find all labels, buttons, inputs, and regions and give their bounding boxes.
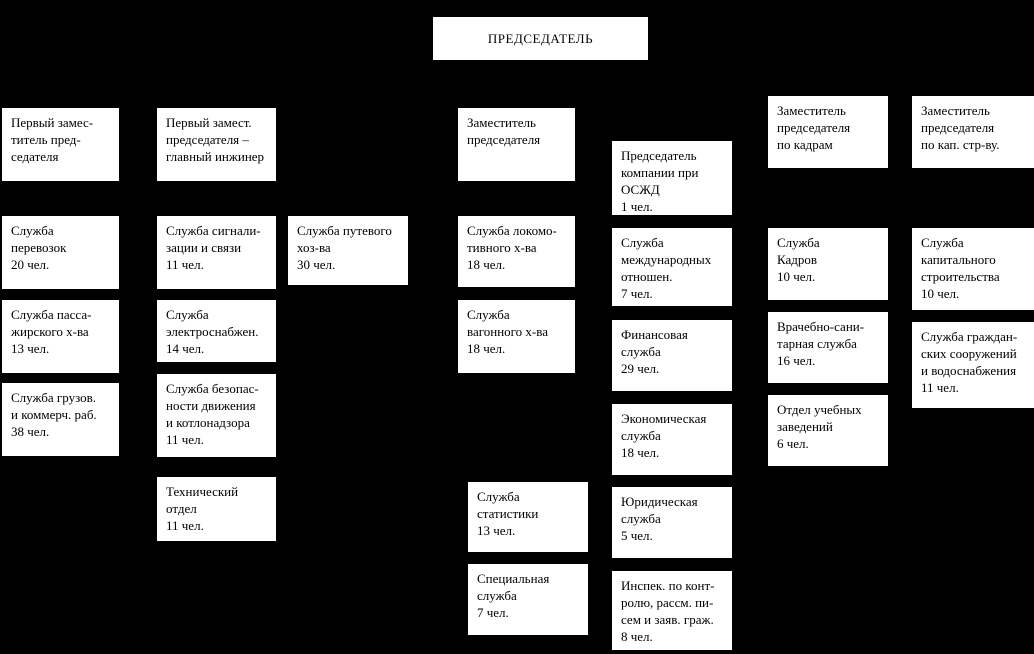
org-box-educational-institutions-department: Отдел учебных заведений 6 чел. xyxy=(768,395,888,466)
org-box-freight-commercial-service: Служба грузов. и коммерч. раб. 38 чел. xyxy=(2,383,119,456)
org-box-locomotive-service: Служба локомо- тивного х-ва 18 чел. xyxy=(458,216,575,287)
org-box-special-service: Специальная служба 7 чел. xyxy=(468,564,588,635)
org-box-power-supply-service: Служба электроснабжен. 14 чел. xyxy=(157,300,276,362)
org-box-deputy-chairman-capital-construction: Заместитель председателя по кап. стр-ву. xyxy=(912,96,1034,168)
org-box-capital-construction-service: Служба капитального строительства 10 чел… xyxy=(912,228,1034,310)
org-box-deputy-chairman-personnel: Заместитель председателя по кадрам xyxy=(768,96,888,168)
org-box-statistics-service: Служба статистики 13 чел. xyxy=(468,482,588,552)
org-box-medical-sanitary-service: Врачебно-сани- тарная служба 16 чел. xyxy=(768,312,888,383)
org-box-personnel-service: Служба Кадров 10 чел. xyxy=(768,228,888,300)
org-box-osjd-company-chairman: Председатель компании при ОСЖД 1 чел. xyxy=(612,141,732,215)
org-box-civil-structures-water-supply-service: Служба граждан- ских сооружений и водосн… xyxy=(912,322,1034,408)
org-box-first-deputy-chief-engineer: Первый замест. председателя – главный ин… xyxy=(157,108,276,181)
org-box-control-inspection: Инспек. по конт- ролю, рассм. пи- сем и … xyxy=(612,571,732,650)
org-box-signalling-communication-service: Служба сигнали- зации и связи 11 чел. xyxy=(157,216,276,289)
org-box-transport-service: Служба перевозок 20 чел. xyxy=(2,216,119,289)
org-box-international-relations-service: Служба международных отношен. 7 чел. xyxy=(612,228,732,306)
org-box-passenger-service: Служба пасса- жирского х-ва 13 чел. xyxy=(2,300,119,373)
org-box-traffic-safety-service: Служба безопас- ности движения и котлона… xyxy=(157,374,276,457)
org-box-technical-department: Технический отдел 11 чел. xyxy=(157,477,276,541)
org-box-deputy-chairman: Заместитель председателя xyxy=(458,108,575,181)
org-box-legal-service: Юридическая служба 5 чел. xyxy=(612,487,732,558)
org-box-track-service: Служба путевого хоз-ва 30 чел. xyxy=(288,216,408,285)
org-box-economic-service: Экономическая служба 18 чел. xyxy=(612,404,732,475)
org-box-chairman: ПРЕДСЕДАТЕЛЬ xyxy=(433,17,648,60)
org-box-finance-service: Финансовая служба 29 чел. xyxy=(612,320,732,391)
org-box-first-deputy-chairman: Первый замес- титель пред- седателя xyxy=(2,108,119,181)
org-box-wagon-service: Служба вагонного х-ва 18 чел. xyxy=(458,300,575,373)
